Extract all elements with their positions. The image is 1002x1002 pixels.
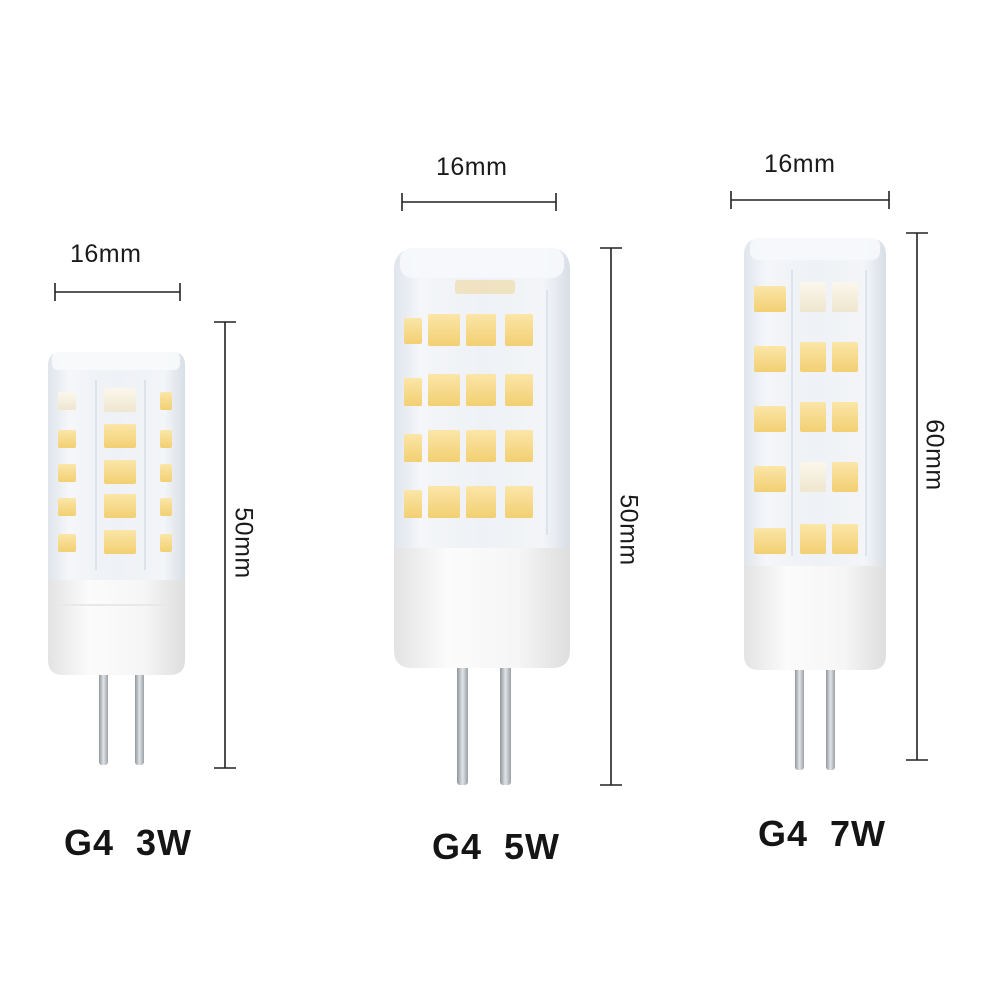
bulb-5w-model-label: G4 5W [432,826,561,867]
bulb-3w-pin-right [135,650,144,765]
bulb-3w-pin-left [99,650,108,765]
bulb-3w-width-label: 16mm [70,240,142,268]
dimension-lines [54,191,928,786]
bulb-5w-base [394,540,570,668]
bulb-7w-height-label: 60mm [920,419,949,491]
bulb-5w-pin-right [500,650,511,785]
bulb-7w-pin-left [795,655,804,770]
bulb-7w-model-label: G4 7W [758,813,887,854]
bulb-5w [394,248,570,785]
bulb-7w-base [744,560,886,670]
bulb-3w-height-label: 50mm [229,507,258,579]
bulb-5w-width-label: 16mm [436,153,508,181]
bulb-5w-pin-left [457,650,468,785]
bulb-5w-height-label: 50mm [614,494,643,566]
bulb-7w-pin-right [826,655,835,770]
bulb-7w [744,238,886,770]
bulb-7w-leds [754,282,858,554]
bulb-3w-leds [58,388,172,554]
bulb-5w-leds [404,314,533,518]
bulb-3w-base [48,575,185,675]
bulb-7w-width-label: 16mm [764,150,836,178]
bulb-3w [48,352,185,765]
bulb-3w-model-label: G4 3W [64,822,193,863]
